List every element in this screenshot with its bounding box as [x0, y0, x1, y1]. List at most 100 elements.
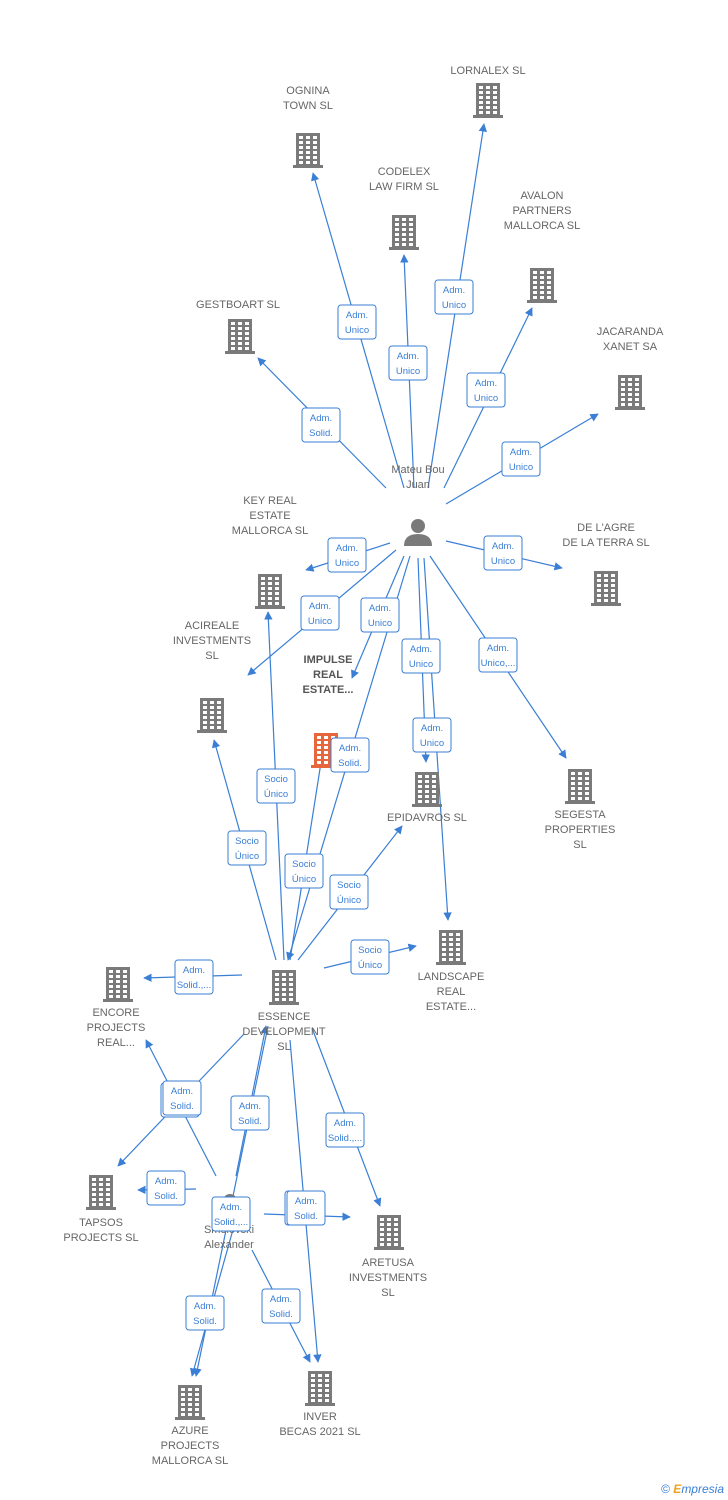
building-window	[380, 1228, 384, 1231]
building-window	[578, 777, 582, 780]
building-window	[313, 146, 317, 149]
edge-label-mateu-to-ognina[interactable]: Adm.Unico	[337, 304, 377, 340]
building-window	[418, 775, 422, 778]
edge-label-essence-to-encore[interactable]: Adm.Solid.,...	[174, 959, 214, 995]
edge-label-mateu-to-delagre[interactable]: Adm.Unico	[483, 535, 523, 571]
building-window	[479, 111, 483, 114]
edge-label-smolovski-to-tapsos[interactable]: Adm.Solid.	[146, 1170, 186, 1206]
building-window	[311, 1374, 315, 1377]
building-base	[615, 407, 645, 410]
node-lornalex[interactable]: LORNALEX SL	[450, 65, 526, 118]
building-window	[425, 800, 429, 803]
edge-label-box	[350, 939, 390, 975]
building-window	[540, 286, 544, 289]
edge-label-essence-to-aretusa[interactable]: Adm.Solid.,...	[325, 1112, 365, 1148]
building-window	[628, 393, 632, 396]
building-window	[394, 1243, 398, 1246]
node-landscape[interactable]: LANDSCAPEREALESTATE...	[418, 930, 485, 1013]
building-icon	[591, 571, 621, 606]
building-window	[217, 711, 221, 714]
building-window	[92, 1178, 96, 1181]
edge-label-mateu-to-avalon[interactable]: Adm.Unico	[466, 372, 506, 408]
edge-label-mateu-to-segesta[interactable]: Adm.Unico,...	[478, 637, 518, 673]
edge-label-smolovski-to-azure[interactable]: Adm.Solid.,...	[211, 1196, 251, 1232]
edge-label-mateu-to-epidavros[interactable]: Adm.Unico	[401, 638, 441, 674]
building-window	[324, 756, 328, 759]
edge-label-text: Único	[358, 960, 382, 971]
building-window	[604, 574, 608, 577]
edge-label-smolovski-to-inverbecas[interactable]: Adm.Solid.	[261, 1288, 301, 1324]
edge-label-mateu-to-keyreal[interactable]: Adm.Unico	[327, 537, 367, 573]
edge-label-mateu-to-essence[interactable]: Adm.Solid.	[330, 737, 370, 773]
building-base	[311, 765, 341, 768]
empresia-logo[interactable]: Empresia	[673, 1482, 724, 1496]
edge-label-mateu-to-codelex[interactable]: Adm.Unico	[388, 345, 428, 381]
node-encore[interactable]: ENCOREPROJECTSREAL...	[87, 967, 146, 1049]
building-window	[533, 281, 537, 284]
node-label: REAL...	[97, 1037, 135, 1049]
edge-label-text: Adm.	[346, 310, 368, 321]
node-label: KEY REAL	[243, 495, 297, 507]
edge-label-essence-to-azure[interactable]: Adm.Solid.	[185, 1295, 225, 1331]
building-window	[318, 1389, 322, 1392]
building-window	[317, 736, 321, 739]
building-window	[261, 577, 265, 580]
building-window	[611, 594, 615, 597]
edge-label-text: Adm.	[492, 541, 514, 552]
building-window	[203, 726, 207, 729]
building-window	[533, 296, 537, 299]
edge-label-text: Unico	[368, 618, 392, 629]
building-window	[217, 721, 221, 724]
building-base	[389, 247, 419, 250]
edge-label-text: Adm.	[410, 644, 432, 655]
building-window	[449, 933, 453, 936]
edge-label-smolovski-to-aretusa[interactable]: Adm.Solid.	[286, 1190, 326, 1226]
edge-label-box	[434, 279, 474, 315]
building-window	[621, 378, 625, 381]
edge-label-text: Adm.	[295, 1196, 317, 1207]
edge-label-mateu-to-jacaranda[interactable]: Adm.Unico	[501, 441, 541, 477]
edge-label-mateu-to-acireale[interactable]: Adm.Unico	[300, 595, 340, 631]
building-window	[456, 943, 460, 946]
building-window	[604, 584, 608, 587]
edge-label-box	[286, 1190, 326, 1226]
node-label: XANET SA	[603, 341, 658, 353]
building-window	[449, 938, 453, 941]
building-window	[289, 998, 293, 1001]
building-window	[231, 332, 235, 335]
edge-label-mateu-to-landscape[interactable]: Adm.Unico	[412, 717, 452, 753]
node-gestboart[interactable]: GESTBOART SL	[196, 299, 280, 354]
building-window	[597, 584, 601, 587]
edge-label-mateu-to-lornalex[interactable]: Adm.Unico	[434, 279, 474, 315]
edge-label-mateu-to-impulse[interactable]: Adm.Unico	[360, 597, 400, 633]
building-window	[181, 1393, 185, 1396]
building-window	[195, 1403, 199, 1406]
node-label: AVALON	[521, 190, 564, 202]
node-label: MALLORCA SL	[504, 220, 580, 232]
node-epidavros[interactable]: EPIDAVROS SL	[387, 772, 467, 824]
edge-label-smolovski-to-essence[interactable]: Adm.Solid.	[230, 1095, 270, 1131]
edge-label-smolovski-to-encore[interactable]: Adm.Solid.	[162, 1080, 202, 1116]
building-window	[203, 706, 207, 709]
edge-label-mateu-to-gestboart[interactable]: Adm.Solid.	[301, 407, 341, 443]
